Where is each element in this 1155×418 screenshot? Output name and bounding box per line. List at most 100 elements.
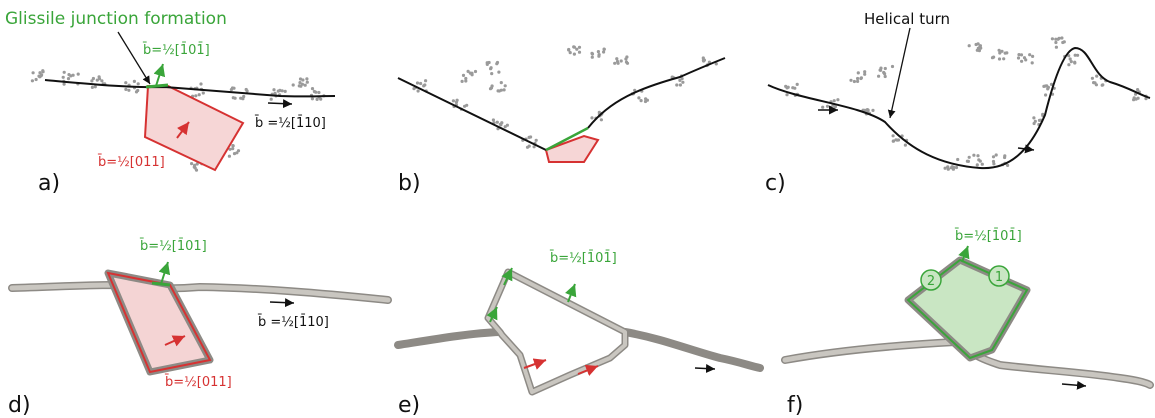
- atom-dot: [613, 61, 617, 65]
- atom-dot: [702, 59, 706, 63]
- atom-dot: [473, 69, 478, 74]
- atom-dot: [865, 108, 870, 112]
- atom-dot: [489, 66, 493, 70]
- atom-dot: [965, 159, 970, 163]
- atom-dot: [896, 138, 901, 142]
- panel-label-b: b): [398, 171, 421, 196]
- atom-dot: [269, 97, 273, 101]
- dislocation-line-b: [397, 57, 726, 151]
- atom-dot: [619, 59, 623, 63]
- atom-cloud-b: [412, 45, 718, 149]
- atom-dot: [305, 80, 309, 84]
- panel-label-e: e): [398, 393, 420, 418]
- atom-dot: [97, 75, 101, 79]
- atom-dot: [244, 87, 248, 92]
- atom-dot: [38, 71, 42, 75]
- atom-dot: [624, 57, 628, 61]
- atom-dot: [1041, 112, 1045, 116]
- atom-dot: [525, 145, 530, 149]
- atom-dot: [952, 165, 956, 169]
- atom-dot: [590, 52, 595, 56]
- atom-dot: [596, 50, 601, 54]
- atom-dot: [34, 77, 38, 82]
- atom-dot: [575, 47, 579, 51]
- atom-dot: [485, 61, 489, 65]
- atom-dot: [980, 162, 984, 166]
- atom-dot: [832, 99, 836, 103]
- callout-pointer-c: [887, 27, 911, 119]
- atom-dot: [991, 155, 996, 159]
- tube-loop-e: [484, 268, 629, 396]
- atom-dot: [194, 168, 199, 172]
- atom-dot: [197, 93, 201, 97]
- atom-dot: [461, 73, 466, 77]
- burgers-label-green-d: b̄=½[1̄01]: [139, 239, 207, 254]
- burgers-label-red-a: b̄=½[011]: [97, 155, 165, 170]
- atom-dot: [572, 45, 576, 49]
- atom-dot: [201, 91, 205, 95]
- atom-dot: [1049, 82, 1054, 86]
- atom-dot: [100, 79, 104, 83]
- atom-dot: [415, 81, 420, 85]
- atom-dot: [305, 77, 309, 81]
- atom-dot: [976, 46, 980, 51]
- stacking-fault-b: [544, 134, 600, 163]
- atom-dot: [1060, 36, 1064, 40]
- atom-dot: [529, 135, 533, 139]
- dislocation-line-c: [767, 46, 1151, 170]
- atom-dot: [190, 162, 194, 166]
- atom-dot: [231, 144, 235, 148]
- panel-label-d: d): [8, 393, 31, 418]
- atom-dot: [1024, 58, 1028, 62]
- atom-dot: [997, 57, 1002, 61]
- callout-pointer-a: [117, 31, 151, 85]
- atom-dot: [30, 79, 34, 83]
- glissile-annotation: Glissile junction formation: [5, 9, 227, 29]
- atom-dot: [93, 85, 97, 89]
- atom-dot: [532, 145, 536, 149]
- atom-dot: [793, 86, 797, 90]
- burgers-arrow-green-f: [958, 245, 970, 263]
- atom-dot: [903, 143, 908, 147]
- atom-dot: [195, 162, 199, 166]
- atom-dot: [1020, 59, 1024, 63]
- atom-dot: [678, 78, 682, 82]
- atom-dot: [62, 82, 66, 86]
- atom-dot: [1054, 45, 1058, 49]
- atom-dot: [1019, 53, 1024, 57]
- atom-dot: [1101, 83, 1105, 87]
- atom-dot: [597, 54, 601, 58]
- atom-dot: [31, 71, 35, 75]
- burgers-arrow-green-d: [158, 261, 171, 285]
- atom-dot: [974, 42, 978, 47]
- atom-dot: [233, 96, 237, 100]
- burgers-arrow-red-d: [164, 335, 186, 347]
- atom-dot: [883, 66, 887, 71]
- atom-dot: [66, 77, 71, 81]
- atom-dot: [62, 70, 66, 74]
- atom-dot: [490, 84, 494, 88]
- atom-dot: [567, 47, 571, 52]
- atom-dot: [464, 76, 468, 81]
- atom-dot: [602, 50, 606, 54]
- atom-dot: [534, 138, 538, 142]
- atom-dot: [235, 151, 239, 155]
- burgers-arrow-green-a: [153, 63, 166, 87]
- atom-dot: [949, 166, 953, 170]
- atom-dot: [714, 62, 718, 66]
- atom-dot: [1136, 88, 1140, 92]
- atom-dot: [1006, 163, 1010, 167]
- atom-dot: [972, 153, 976, 157]
- atom-dot: [466, 69, 470, 73]
- atom-dot: [859, 76, 863, 81]
- burgers-arrow-green-e1: [501, 267, 513, 286]
- atom-dot: [419, 81, 423, 86]
- burgers-label-green-e: b̄=½[1̄01̄]: [549, 251, 617, 266]
- line-direction-arrow-d: [269, 298, 295, 308]
- line-direction-arrow-c2: [1017, 144, 1035, 154]
- atom-dot: [863, 70, 867, 74]
- tube-line-f-highlight: [782, 339, 1153, 388]
- atom-dot: [990, 56, 995, 60]
- atom-dot: [455, 98, 459, 102]
- burgers-arrow-red-e1: [523, 358, 547, 370]
